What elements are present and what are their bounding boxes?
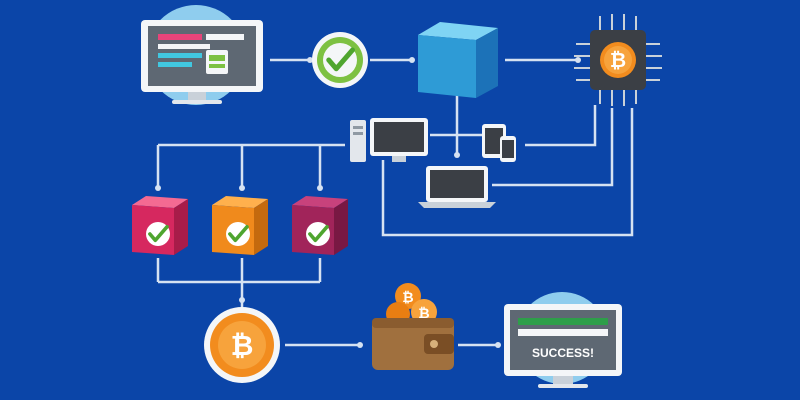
connector-chip-to-desktop <box>381 108 634 237</box>
verified-block-maroon <box>292 196 348 255</box>
wallet-coin-symbol-1: ₿ <box>402 289 413 305</box>
wallet-coin-symbol-2: ₿ <box>418 305 429 321</box>
desktop-pc-icon <box>350 118 428 162</box>
bitcoin-coin-icon: ₿ <box>204 307 280 383</box>
block-cube-icon <box>418 22 498 98</box>
connector-chip-to-tablet <box>525 105 597 147</box>
chip-bitcoin-symbol: ₿ <box>610 50 626 72</box>
tablet-phone-icon <box>482 124 516 162</box>
coin-bitcoin-symbol: ₿ <box>231 330 254 361</box>
transaction-monitor-icon <box>141 5 263 105</box>
connector-chip-to-laptop <box>492 108 614 187</box>
verified-block-orange <box>212 196 268 255</box>
connectors <box>155 57 634 348</box>
success-monitor-icon: SUCCESS! <box>504 292 622 388</box>
laptop-icon <box>418 166 496 208</box>
bitcoin-chip-icon: ₿ <box>574 14 662 106</box>
success-label: SUCCESS! <box>532 346 594 360</box>
verified-block-pink <box>132 196 188 255</box>
check-circle-icon <box>312 32 368 88</box>
bitcoin-wallet-icon: ₿ ₿ <box>372 283 454 370</box>
